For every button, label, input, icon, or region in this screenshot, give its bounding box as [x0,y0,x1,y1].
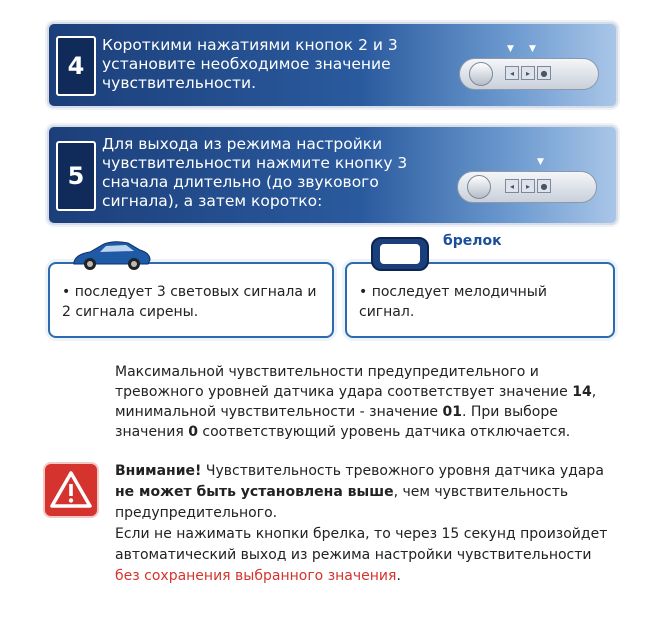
keyfob-buttons-icon: ▼ ▼ ◂ ▸ ● [459,44,599,90]
keyfob-label: брелок [443,233,502,249]
step-text: Для выхода из режима настройки чувствите… [102,135,408,210]
warning-text: Внимание! Чувствительность тревожного ур… [115,463,608,584]
step-text: Короткими нажатиями кнопок 2 и 3 установ… [102,36,398,92]
step-number: 5 [56,141,96,211]
warning-icon [45,464,97,516]
keyfob-response-text: • последует мелодичный сигнал. [359,284,547,320]
step-number: 4 [56,36,96,96]
keyfob-buttons-icon: ▼ ◂ ▸ ● [457,157,597,203]
car-icon [73,241,151,270]
down-arrow-icon: ▼ [507,44,514,54]
car-response-text: • последует 3 световых сигнала и 2 сигна… [62,284,317,320]
down-arrow-icon: ▼ [529,44,536,54]
keyfob-response-box: • последует мелодичный сигнал. [345,262,615,338]
step-5-panel: 5 Для выхода из режима настройки чувстви… [47,125,618,225]
step-4-panel: 4 Короткими нажатиями кнопок 2 и 3 устан… [47,22,618,108]
down-arrow-icon: ▼ [537,157,544,167]
sensitivity-paragraph: Максимальной чувствительности предупреди… [115,364,597,440]
keyfob-icon [371,237,429,271]
car-response-box: • последует 3 световых сигнала и 2 сигна… [48,262,334,338]
